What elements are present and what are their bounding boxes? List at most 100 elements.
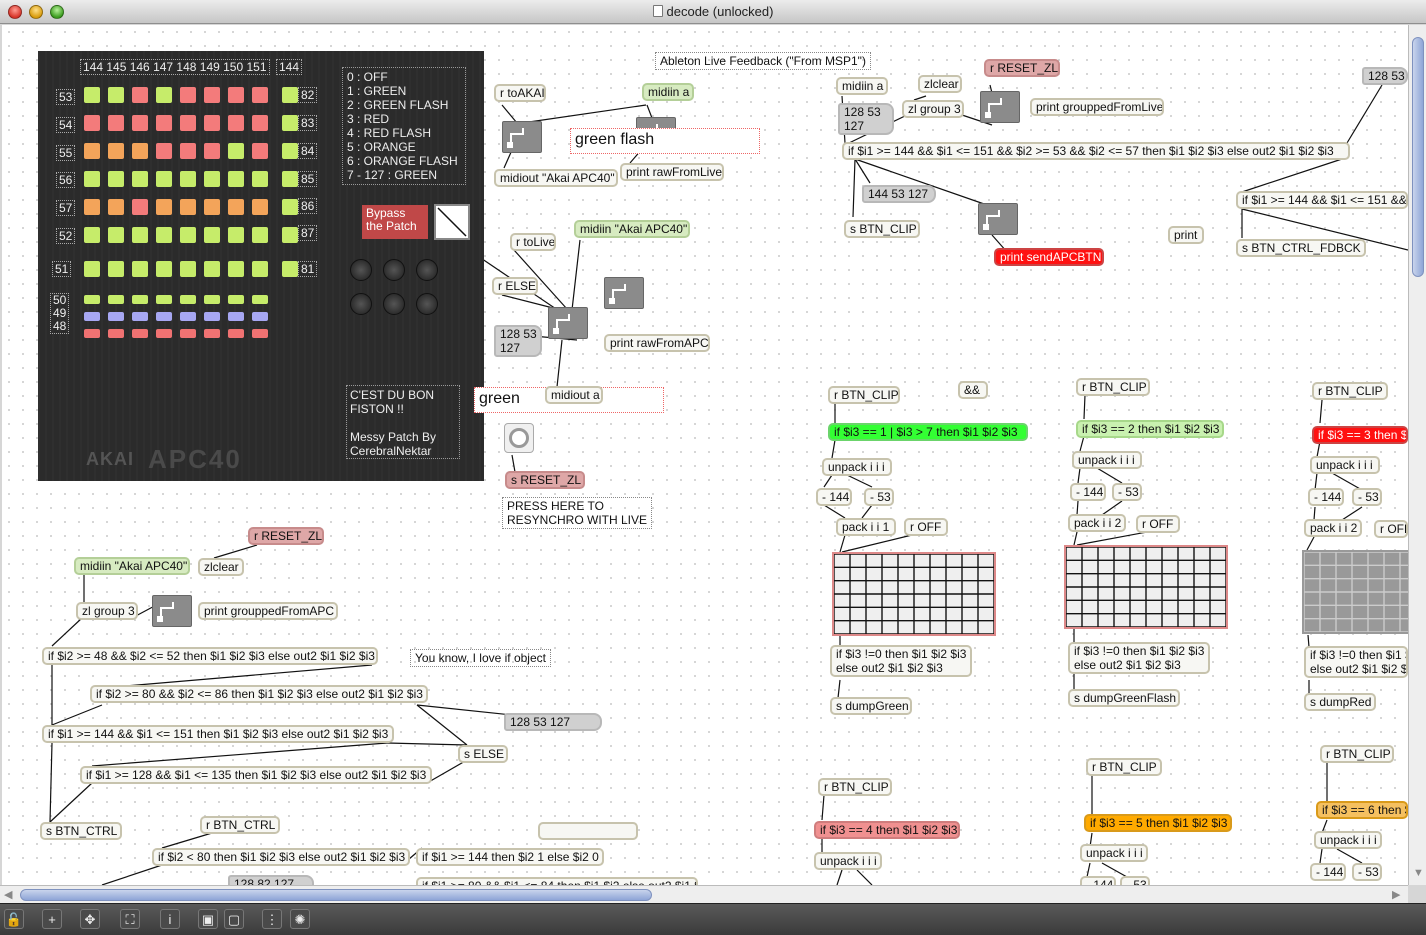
- midiout-a-object[interactable]: midiout a: [545, 386, 603, 404]
- unpack-object[interactable]: unpack i i i: [814, 852, 882, 870]
- s-btn-ctrl-object[interactable]: s BTN_CTRL: [40, 822, 122, 840]
- gate-object[interactable]: [502, 121, 542, 153]
- window-close-button[interactable]: [8, 5, 22, 19]
- s-dumpgreen-object[interactable]: s dumpGreen: [830, 697, 912, 715]
- patcher-canvas[interactable]: 144 145 146 147 148 149 150 151 144 53 5…: [2, 25, 1408, 885]
- matrix-greenflash[interactable]: [1064, 545, 1228, 629]
- s-btn-ctrl-fdbck-object[interactable]: s BTN_CTRL_FDBCK: [1236, 239, 1366, 257]
- print-sendapcbtn-object[interactable]: print sendAPCBTN: [994, 248, 1104, 266]
- empty-object[interactable]: [538, 822, 638, 840]
- presentation-icon[interactable]: ⛶: [120, 909, 140, 929]
- layer-front-icon[interactable]: ▣: [198, 909, 218, 929]
- gate-object[interactable]: [548, 307, 588, 339]
- print-grouppedfromapc-object[interactable]: print grouppedFromAPC: [198, 602, 338, 620]
- pack-object[interactable]: pack i i 1: [836, 518, 896, 536]
- print-rawfromlive-object[interactable]: print rawFromLive: [620, 163, 724, 181]
- if-128-135-object[interactable]: if $i1 >= 128 && $i1 <= 135 then $i1 $i2…: [80, 766, 432, 784]
- unpack-object[interactable]: unpack i i i: [1314, 831, 1382, 849]
- window-minimize-button[interactable]: [29, 5, 43, 19]
- layer-back-icon[interactable]: ▢: [224, 909, 244, 929]
- msg-128-53-127[interactable]: 128 53 127: [838, 103, 894, 135]
- msg-128-53-127[interactable]: 128 53 127: [494, 325, 542, 357]
- s-btn-clip-object[interactable]: s BTN_CLIP: [844, 220, 920, 238]
- unpack-object[interactable]: unpack i i i: [1310, 456, 1380, 474]
- if-greenflash-object[interactable]: if $i3 == 2 then $i1 $i2 $i3: [1076, 420, 1224, 438]
- snap-icon[interactable]: ✺: [290, 909, 310, 929]
- print-rawfromapc-object[interactable]: print rawFromAPC: [604, 334, 710, 352]
- r-reset-zl-object[interactable]: r RESET_ZL: [984, 59, 1060, 77]
- r-toakai-object[interactable]: r toAKAI: [494, 84, 546, 102]
- if-lt-80-object[interactable]: if $i2 < 80 then $i1 $i2 $i3 else out2 $…: [152, 848, 410, 866]
- horizontal-scrollbar[interactable]: ◀ ▶: [0, 885, 1408, 903]
- midiin-akai-object[interactable]: midiin "Akai APC40": [74, 557, 190, 575]
- bypass-toggle[interactable]: [434, 204, 470, 240]
- vertical-scroll-thumb[interactable]: [1412, 37, 1424, 277]
- if-48-52-object[interactable]: if $i2 >= 48 && $i2 <= 52 then $i1 $i2 $…: [42, 647, 378, 665]
- if-ctrl-feedback-object[interactable]: if $i1 >= 144 && $i1 <= 151 &&: [1236, 191, 1408, 209]
- zlclear-object[interactable]: zlclear: [198, 558, 244, 576]
- msg-128-82-127[interactable]: 128 82 127: [228, 875, 314, 885]
- if-red-object[interactable]: if $i3 == 3 then $i: [1312, 426, 1408, 444]
- unpack-object[interactable]: unpack i i i: [822, 458, 892, 476]
- print-object[interactable]: print: [1168, 226, 1204, 244]
- unpack-object[interactable]: unpack i i i: [1080, 844, 1148, 862]
- r-else-object[interactable]: r ELSE: [492, 277, 538, 295]
- if-4-object[interactable]: if $i3 == 4 then $i1 $i2 $i3: [814, 821, 960, 839]
- msg-144-53-127[interactable]: 144 53 127: [862, 185, 936, 203]
- minus-144-object[interactable]: - 144: [1308, 488, 1344, 506]
- new-object-icon[interactable]: +: [42, 909, 62, 929]
- msg-128-53-127[interactable]: 128 53 127: [504, 713, 602, 731]
- if-partial-object[interactable]: if $i1 >= 80 && $i1 <= 84 then $i1 $i2 e…: [416, 877, 698, 885]
- scroll-down-arrow-icon[interactable]: ▼: [1413, 867, 1424, 879]
- print-grouppedfromlive-object[interactable]: print grouppedFromLive: [1030, 98, 1164, 116]
- s-dumpred-object[interactable]: s dumpRed: [1304, 693, 1376, 711]
- lock-icon[interactable]: 🔓: [4, 909, 24, 929]
- minus-144-object[interactable]: - 144: [1080, 876, 1116, 885]
- midiin-akai-object[interactable]: midiin "Akai APC40": [574, 220, 690, 238]
- r-btn-clip-object[interactable]: r BTN_CLIP: [818, 778, 892, 796]
- gate-object[interactable]: [978, 203, 1018, 235]
- r-btn-clip-object[interactable]: r BTN_CLIP: [828, 386, 900, 404]
- r-btn-clip-object[interactable]: r BTN_CLIP: [1312, 382, 1388, 400]
- if-ge-144-object[interactable]: if $i1 >= 144 then $i2 1 else $i2 0: [416, 848, 604, 866]
- and-object[interactable]: &&: [958, 381, 988, 399]
- move-icon[interactable]: ✥: [80, 909, 100, 929]
- scroll-right-arrow-icon[interactable]: ▶: [1392, 889, 1401, 901]
- zl-group-object[interactable]: zl group 3: [902, 100, 964, 118]
- r-off-object[interactable]: r OFF: [904, 518, 948, 536]
- gate-object[interactable]: [604, 277, 644, 309]
- if-range-object[interactable]: if $i1 >= 144 && $i1 <= 151 && $i2 >= 53…: [842, 142, 1350, 160]
- midiout-akai-object[interactable]: midiout "Akai APC40": [494, 169, 618, 187]
- gate-object[interactable]: [152, 595, 192, 627]
- green-flash-message[interactable]: green flash: [570, 128, 760, 154]
- gate-object[interactable]: [980, 91, 1020, 123]
- if-nonzero-object[interactable]: if $i3 !=0 then $i1 $ else out2 $i1 $i2 …: [1304, 646, 1408, 678]
- resync-bang[interactable]: [504, 423, 534, 453]
- midiin-a-object[interactable]: midiin a: [836, 77, 888, 95]
- inspector-icon[interactable]: i: [160, 909, 180, 929]
- minus-53-object[interactable]: - 53: [864, 488, 894, 506]
- if-144-151-object[interactable]: if $i1 >= 144 && $i1 <= 151 then $i1 $i2…: [42, 725, 394, 743]
- minus-53-object[interactable]: - 53: [1352, 863, 1382, 881]
- pack-object[interactable]: pack i i 2: [1304, 519, 1362, 537]
- midiin-a-object[interactable]: midiin a: [642, 83, 694, 101]
- zl-group-object[interactable]: zl group 3: [76, 602, 138, 620]
- matrix-green[interactable]: [832, 552, 996, 636]
- if-green-object[interactable]: if $i3 == 1 | $i3 > 7 then $i1 $i2 $i3: [828, 423, 1028, 441]
- pack-object[interactable]: pack i i 2: [1068, 514, 1126, 532]
- msg-128-53[interactable]: 128 53: [1362, 67, 1408, 85]
- zlclear-object[interactable]: zlclear: [918, 75, 962, 93]
- window-zoom-button[interactable]: [50, 5, 64, 19]
- vertical-scrollbar[interactable]: ▼: [1408, 25, 1426, 885]
- if-80-86-object[interactable]: if $i2 >= 80 && $i2 <= 86 then $i1 $i2 $…: [90, 685, 428, 703]
- if-6-object[interactable]: if $i3 == 6 then $i: [1316, 801, 1408, 819]
- r-off-object[interactable]: r OFF: [1374, 520, 1408, 538]
- r-btn-clip-object[interactable]: r BTN_CLIP: [1320, 745, 1394, 763]
- minus-144-object[interactable]: - 144: [1070, 483, 1106, 501]
- s-else-object[interactable]: s ELSE: [458, 745, 508, 763]
- scroll-left-arrow-icon[interactable]: ◀: [4, 889, 13, 901]
- r-reset-zl-object[interactable]: r RESET_ZL: [248, 527, 324, 545]
- r-btn-clip-object[interactable]: r BTN_CLIP: [1076, 378, 1150, 396]
- minus-144-object[interactable]: - 144: [1310, 863, 1346, 881]
- s-dumpgreenflash-object[interactable]: s dumpGreenFlash: [1068, 689, 1180, 707]
